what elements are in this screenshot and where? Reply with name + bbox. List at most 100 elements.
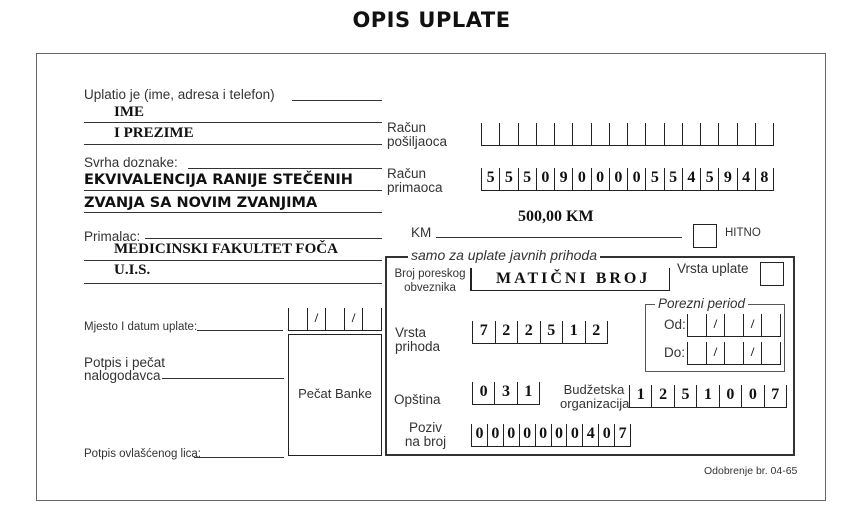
digit-cell: 4 [582, 424, 598, 446]
digit-cell: 0 [518, 424, 535, 446]
digit-cell: 0 [472, 382, 494, 404]
digit-cell: 0 [534, 424, 551, 446]
payment-slip [36, 53, 826, 501]
purpose-label: Svrha doznake: [84, 155, 178, 170]
payer-line-0 [292, 100, 382, 101]
digit-cell: 0 [486, 424, 503, 446]
recipient-line-2 [84, 283, 382, 284]
payer-line-1 [84, 122, 382, 123]
digit-cell: 5 [517, 168, 536, 190]
recipient-name[interactable]: MEDICINSKI FAKULTET FOČA [114, 241, 338, 257]
digit-cell: 0 [718, 385, 741, 407]
digit-cell: 0 [598, 424, 614, 446]
sender-account-field[interactable] [481, 123, 774, 146]
digit-cell: 0 [741, 385, 763, 407]
amount-line [436, 237, 682, 238]
digit-cell: 5 [645, 168, 663, 190]
digit-cell: 5 [499, 168, 517, 190]
recipient-label: Primalac: [84, 229, 141, 244]
date-field[interactable]: // [288, 308, 382, 331]
digit-cell: 0 [550, 424, 567, 446]
place-line [197, 330, 283, 331]
public-revenue-legend: samo za uplate javnih prihoda [408, 247, 601, 263]
municipality-label: Opština [394, 392, 441, 407]
tax-period-from-field[interactable]: // [687, 314, 781, 337]
digit-cell: 1 [629, 385, 651, 407]
bank-stamp-box [288, 334, 382, 456]
digit-cell: 7 [472, 321, 495, 343]
payment-type-label: Vrsta uplate [677, 261, 749, 276]
payment-type-box[interactable] [760, 262, 784, 286]
amount-value[interactable]: 500,00 KM [518, 208, 594, 225]
tax-id-tick [669, 268, 670, 290]
page-title: OPIS UPLATE [352, 8, 511, 32]
digit-cell: 0 [608, 168, 627, 190]
digit-cell: 8 [754, 168, 774, 190]
digit-cell: 7 [763, 385, 787, 407]
purpose-line-0 [188, 168, 382, 169]
tax-id-tick [470, 268, 471, 290]
signature-stamp-label: Potpis i pečat nalogodavca [84, 355, 166, 383]
digit-cell: 1 [562, 321, 585, 343]
digit-cell: 0 [572, 168, 590, 190]
digit-cell: 0 [502, 424, 519, 446]
tax-period-legend: Porezni period [655, 296, 749, 311]
digit-cell: 5 [663, 168, 682, 190]
recipient-account-label: Račun primaoca [387, 166, 443, 195]
digit-cell: 2 [584, 321, 608, 343]
digit-cell: 0 [471, 424, 487, 446]
reference-label: Poziv na broj [404, 420, 447, 449]
digit-cell: 1 [696, 385, 718, 407]
digit-cell: 4 [736, 168, 755, 190]
digit-cell: 5 [539, 321, 563, 343]
digit-cell: 2 [651, 385, 673, 407]
digit-cell: 0 [627, 168, 645, 190]
recipient-line2-text[interactable]: U.I.S. [114, 262, 151, 278]
purpose-line1[interactable]: EKVIVALENCIJA RANIJE STEČENIH [84, 172, 353, 188]
authorized-signature-label: Potpis ovlašćenog lica: [84, 448, 201, 460]
digit-cell: 5 [481, 168, 499, 190]
digit-cell: 4 [681, 168, 700, 190]
digit-cell: 0 [590, 168, 609, 190]
tax-period-to-label: Do: [664, 345, 686, 360]
signature-line [162, 378, 284, 379]
amount-currency-label: KM [411, 225, 432, 240]
recipient-line-0 [145, 238, 382, 239]
budget-org-label: Budžetska organizacija [560, 382, 630, 411]
place-date-label: Mjesto I datum uplate: [84, 321, 198, 333]
purpose-line-2 [84, 212, 382, 213]
digit-cell: 2 [517, 321, 540, 343]
digit-cell: 5 [700, 168, 718, 190]
authorized-signature-line [194, 457, 284, 458]
tax-id-value: MATIČNI BROJ [496, 270, 651, 287]
digit-cell: 3 [494, 382, 516, 404]
payer-surname[interactable]: I PREZIME [114, 125, 194, 141]
tax-period-to-field[interactable]: // [687, 342, 781, 365]
recipient-line-1 [84, 260, 382, 261]
payer-name[interactable]: IME [114, 104, 144, 120]
digit-cell: 1 [516, 382, 540, 404]
approval-note: Odobrenje br. 04-65 [704, 465, 798, 477]
bank-stamp-label: Pečat Banke [298, 386, 372, 401]
purpose-line2[interactable]: ZVANJA SA NOVIM ZVANJIMA [84, 195, 318, 211]
digit-cell: 2 [494, 321, 518, 343]
purpose-line-1 [84, 190, 382, 191]
digit-cell: 0 [566, 424, 582, 446]
digit-cell: 9 [718, 168, 736, 190]
payer-label: Uplatio je (ime, adresa i telefon) [84, 87, 275, 102]
tax-period-from-label: Od: [664, 317, 686, 332]
digit-cell: 5 [673, 385, 696, 407]
payer-line-2 [84, 144, 382, 145]
tax-id-label: Broj poreskog obveznika [394, 268, 466, 294]
digit-cell: 9 [554, 168, 572, 190]
digit-cell: 7 [614, 424, 632, 446]
revenue-type-label: Vrsta prihoda [395, 325, 441, 354]
digit-cell: 0 [535, 168, 554, 190]
urgent-checkbox[interactable] [693, 224, 717, 248]
sender-account-label: Račun pošiljaoca [387, 120, 448, 149]
